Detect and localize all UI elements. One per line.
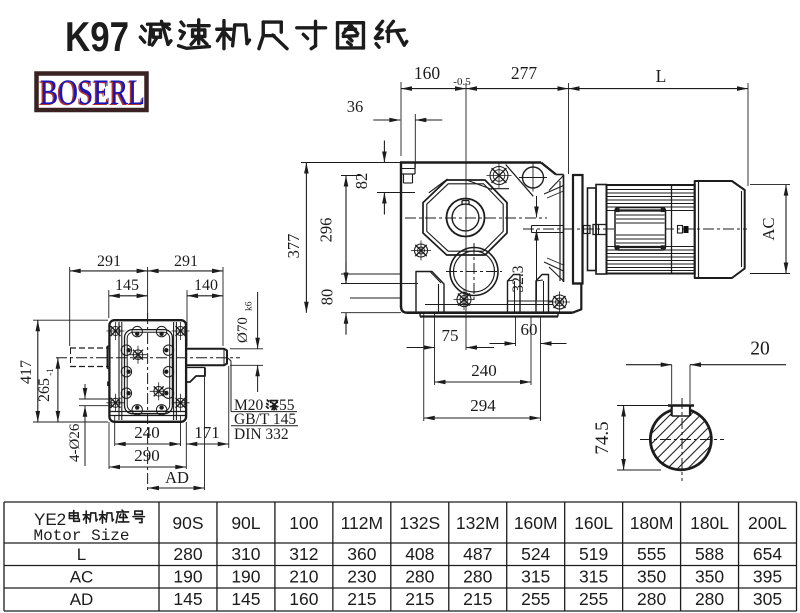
svg-text:524: 524 bbox=[521, 544, 550, 564]
svg-text:350: 350 bbox=[637, 567, 666, 587]
svg-text:200L: 200L bbox=[748, 513, 787, 533]
svg-text:AC: AC bbox=[70, 568, 94, 587]
svg-text:80: 80 bbox=[318, 289, 337, 306]
svg-text:74.5: 74.5 bbox=[592, 421, 613, 454]
svg-text:20: 20 bbox=[750, 339, 770, 360]
svg-text:296: 296 bbox=[317, 218, 336, 243]
svg-text:100: 100 bbox=[289, 513, 318, 533]
svg-text:L: L bbox=[77, 545, 86, 564]
svg-text:255: 255 bbox=[579, 589, 608, 609]
svg-text:BOSERL: BOSERL bbox=[40, 72, 145, 112]
svg-text:140: 140 bbox=[194, 277, 218, 294]
svg-text:DIN 332: DIN 332 bbox=[234, 426, 289, 443]
svg-text:305: 305 bbox=[753, 589, 782, 609]
svg-text:312: 312 bbox=[289, 544, 318, 564]
svg-text:160: 160 bbox=[414, 63, 441, 83]
svg-text:60: 60 bbox=[521, 320, 538, 339]
svg-text:145: 145 bbox=[231, 589, 260, 609]
svg-text:AD: AD bbox=[70, 590, 94, 609]
svg-text:AC: AC bbox=[759, 218, 778, 241]
svg-text:291: 291 bbox=[174, 253, 198, 270]
svg-text:BOSERL: BOSERL bbox=[39, 73, 144, 113]
svg-text:310: 310 bbox=[231, 544, 260, 564]
svg-text:145: 145 bbox=[173, 589, 202, 609]
svg-text:M20: M20 bbox=[234, 397, 264, 414]
svg-text:75: 75 bbox=[442, 326, 459, 345]
svg-text:k6: k6 bbox=[245, 301, 255, 311]
svg-text:294: 294 bbox=[470, 396, 496, 415]
svg-text:315: 315 bbox=[521, 567, 550, 587]
svg-text:GB/T 145: GB/T 145 bbox=[234, 411, 296, 428]
svg-text:215: 215 bbox=[347, 589, 376, 609]
svg-text:555: 555 bbox=[637, 544, 666, 564]
svg-text:36: 36 bbox=[347, 97, 364, 116]
svg-text:654: 654 bbox=[753, 544, 782, 564]
svg-text:230: 230 bbox=[347, 567, 376, 587]
svg-text:280: 280 bbox=[637, 589, 666, 609]
svg-text:277: 277 bbox=[511, 63, 538, 83]
svg-text:K97: K97 bbox=[65, 13, 129, 60]
svg-text:YE2: YE2 bbox=[34, 510, 66, 529]
svg-text:408: 408 bbox=[405, 544, 434, 564]
svg-text:112M: 112M bbox=[341, 513, 383, 533]
svg-text:180M: 180M bbox=[630, 513, 674, 533]
svg-text:55: 55 bbox=[279, 397, 295, 414]
svg-text:280: 280 bbox=[405, 567, 434, 587]
svg-text:395: 395 bbox=[753, 567, 782, 587]
svg-text:132S: 132S bbox=[399, 513, 440, 533]
svg-text:180L: 180L bbox=[690, 513, 729, 533]
svg-text:90L: 90L bbox=[231, 513, 260, 533]
svg-text:-1: -1 bbox=[45, 368, 55, 376]
svg-text:210: 210 bbox=[289, 567, 318, 587]
svg-text:215: 215 bbox=[405, 589, 434, 609]
svg-text:240: 240 bbox=[471, 361, 497, 380]
svg-text:132M: 132M bbox=[456, 513, 500, 533]
svg-text:160L: 160L bbox=[574, 513, 613, 533]
svg-text:171: 171 bbox=[194, 423, 220, 442]
svg-text:-0.5: -0.5 bbox=[453, 76, 471, 88]
svg-text:Motor Size: Motor Size bbox=[33, 527, 129, 545]
svg-text:160: 160 bbox=[289, 589, 318, 609]
svg-text:145: 145 bbox=[115, 277, 139, 294]
svg-text:350: 350 bbox=[695, 567, 724, 587]
svg-text:190: 190 bbox=[173, 567, 202, 587]
svg-text:AD: AD bbox=[165, 468, 189, 487]
svg-text:215: 215 bbox=[463, 589, 492, 609]
svg-text:240: 240 bbox=[134, 423, 160, 442]
svg-text:377: 377 bbox=[284, 234, 303, 259]
svg-text:290: 290 bbox=[134, 446, 160, 465]
svg-text:32.3: 32.3 bbox=[510, 265, 527, 292]
svg-text:588: 588 bbox=[695, 544, 724, 564]
svg-text:160M: 160M bbox=[514, 513, 558, 533]
svg-text:L: L bbox=[656, 66, 667, 86]
svg-text:190: 190 bbox=[231, 567, 260, 587]
svg-text:417: 417 bbox=[18, 360, 35, 384]
svg-text:90S: 90S bbox=[172, 513, 203, 533]
svg-text:280: 280 bbox=[173, 544, 202, 564]
svg-text:487: 487 bbox=[463, 544, 492, 564]
svg-text:280: 280 bbox=[463, 567, 492, 587]
svg-text:4-Ø26: 4-Ø26 bbox=[67, 423, 83, 462]
svg-text:519: 519 bbox=[579, 544, 608, 564]
svg-text:280: 280 bbox=[695, 589, 724, 609]
svg-text:315: 315 bbox=[579, 567, 608, 587]
svg-text:360: 360 bbox=[347, 544, 376, 564]
svg-text:291: 291 bbox=[97, 253, 121, 270]
svg-text:255: 255 bbox=[521, 589, 550, 609]
svg-text:265: 265 bbox=[36, 378, 53, 402]
svg-text:82: 82 bbox=[352, 173, 371, 190]
svg-text:Ø70: Ø70 bbox=[235, 317, 251, 343]
